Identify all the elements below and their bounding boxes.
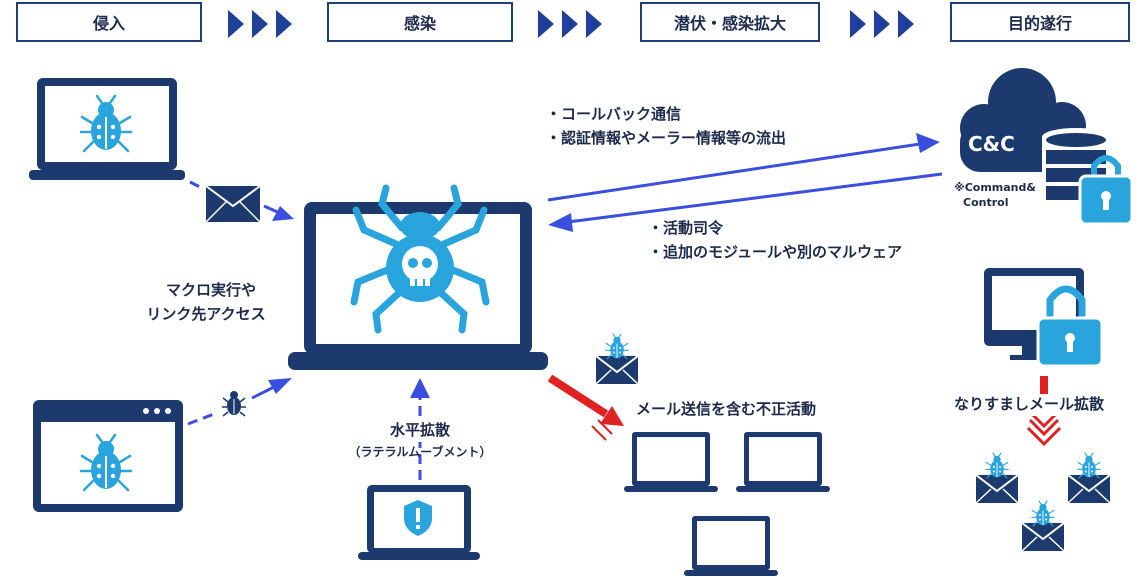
macro-note: マクロ実行や xyxy=(165,281,256,299)
cc-server-icon xyxy=(960,68,1134,226)
phase-latent-spread: 潜伏・感染拡大 xyxy=(640,2,820,42)
cc-note: Control xyxy=(963,196,1009,209)
malicious-mail-icon xyxy=(1068,453,1110,503)
compromised-laptop-icon xyxy=(288,184,548,370)
c2-inbound-item: ・追加のモジュールや別のマルウェア xyxy=(648,243,902,261)
mail-spread-label: メール送信を含む不正活動 xyxy=(636,400,817,418)
locked-monitor-icon xyxy=(984,268,1104,368)
phase-objective: 目的遂行 xyxy=(950,2,1130,42)
victim-laptop-icon xyxy=(624,432,718,492)
infected-browser-icon xyxy=(33,400,183,512)
chevron-icon xyxy=(850,10,914,38)
victim-laptop-icon xyxy=(736,432,830,492)
lateral-title: 水平拡散 xyxy=(370,420,470,442)
chevron-icon xyxy=(538,10,602,38)
victim-laptop-icon xyxy=(684,516,778,576)
malicious-mail-icon xyxy=(976,453,1018,503)
malicious-mail-icon xyxy=(596,334,638,384)
macro-note: リンク先アクセス xyxy=(146,305,266,323)
infected-laptop-icon xyxy=(29,78,185,180)
c2-outbound-item: ・認証情報やメーラー情報等の流出 xyxy=(546,129,787,147)
envelope-icon xyxy=(205,185,261,223)
phase-infection: 感染 xyxy=(327,2,513,42)
impersonation-label: なりすましメール拡散 xyxy=(954,394,1105,416)
phase-intrusion: 侵入 xyxy=(16,2,202,42)
bug-icon xyxy=(221,390,247,417)
c2-outbound-item: ・コールバック通信 xyxy=(546,105,682,123)
chevron-icon xyxy=(228,10,292,38)
lateral-subtitle: （ラテラルムーブメント） xyxy=(348,445,492,459)
c2-inbound-item: ・活動司令 xyxy=(648,219,724,237)
malicious-mail-icon xyxy=(1022,501,1064,551)
cc-note: ※Command& xyxy=(954,181,1036,194)
cc-label: C&C xyxy=(968,132,1015,156)
lateral-laptop-icon xyxy=(358,485,480,560)
